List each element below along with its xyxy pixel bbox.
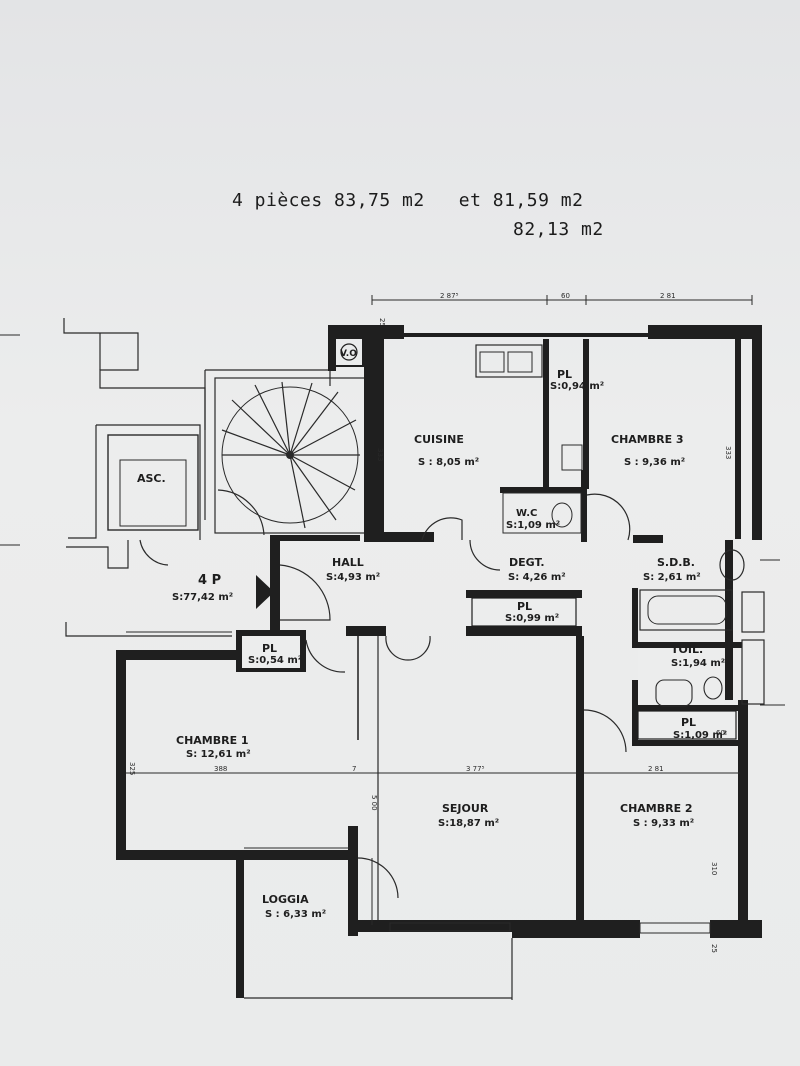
room-chambre3-name: CHAMBRE 3 <box>611 433 684 446</box>
top-dimension-line <box>371 295 753 305</box>
walls <box>116 325 762 998</box>
kitchen-sink <box>475 344 543 378</box>
room-pl1-area: S:0,94 m² <box>550 381 604 392</box>
dim-top-mid: 60 <box>561 292 570 300</box>
plan-title: 4 pièces 83,75 m2 et 81,59 m2 <box>232 190 584 211</box>
pl2-box <box>471 597 577 627</box>
dim-top-left: 2 87⁵ <box>440 292 459 300</box>
spiral-staircase <box>214 377 366 534</box>
dim-wall-7: 7 <box>352 765 356 773</box>
room-chambre2-name: CHAMBRE 2 <box>620 802 693 815</box>
neighbour-outline <box>0 318 331 637</box>
pl3-box <box>242 636 300 668</box>
room-pl3-name: PL <box>262 642 277 655</box>
dim-ch2-height: 310 <box>710 862 718 875</box>
room-sejour-area: S:18,87 m² <box>438 818 499 829</box>
room-cuisine-name: CUISINE <box>414 433 464 446</box>
room-chambre1-name: CHAMBRE 1 <box>176 734 249 747</box>
room-pl3-area: S:0,54 m² <box>248 655 302 666</box>
dim-pl-small: 60 <box>716 729 725 737</box>
plan-title-alt-area: 82,13 m2 <box>513 219 604 240</box>
dim-ch3-side: 333 <box>724 446 732 459</box>
dim-left-top: 25 <box>378 318 386 327</box>
room-pl2-area: S:0,99 m² <box>505 613 559 624</box>
room-degt-name: DEGT. <box>509 556 545 569</box>
dim-top-right: 2 81 <box>660 292 676 300</box>
dim-ch2-width: 2 81 <box>648 765 664 773</box>
apartment-area: S:77,42 m² <box>172 592 233 603</box>
room-hall-area: S:4,93 m² <box>326 572 380 583</box>
room-wc-area: S:1,09 m² <box>506 520 560 531</box>
room-chambre3-area: S : 9,36 m² <box>624 457 685 468</box>
room-pl2-name: PL <box>517 600 532 613</box>
dim-ch1-width: 388 <box>214 765 227 773</box>
toil-fixtures <box>655 676 723 707</box>
apartment-type: 4 P <box>198 573 221 588</box>
room-degt-area: S: 4,26 m² <box>508 572 566 583</box>
entrance-arrow-icon <box>256 575 274 609</box>
vo-duct-circle <box>340 343 358 361</box>
dim-sejour-width: 3 77⁵ <box>466 765 485 773</box>
room-sejour-name: SEJOUR <box>442 802 489 815</box>
elevator-label: ASC. <box>137 472 166 485</box>
room-cuisine-area: S : 8,05 m² <box>418 457 479 468</box>
dim-cuisine-side: 333 <box>376 448 384 461</box>
door-swings <box>139 489 631 899</box>
room-hall-name: HALL <box>332 556 364 569</box>
vo-label: V.O <box>340 349 357 359</box>
room-toil-name: TOIL. <box>671 643 703 656</box>
room-chambre1-area: S: 12,61 m² <box>186 749 251 760</box>
room-pl4-name: PL <box>681 716 696 729</box>
pl4-box <box>637 710 737 740</box>
room-sdb-area: S: 2,61 m² <box>643 572 701 583</box>
room-pl4-area: S:1,09 m² <box>673 730 727 741</box>
wc-toilet <box>502 444 583 534</box>
room-chambre2-area: S : 9,33 m² <box>633 818 694 829</box>
sdb-washbasin <box>719 549 745 581</box>
room-loggia-area: S : 6,33 m² <box>265 909 326 920</box>
room-pl1-name: PL <box>557 368 572 381</box>
bathtub <box>639 589 733 631</box>
dim-bottom-right: 25 <box>710 944 718 953</box>
room-wc-name: W.C <box>516 508 537 519</box>
toil-box <box>638 648 724 704</box>
dim-ch1-left: 325 <box>128 762 136 775</box>
room-sdb-name: S.D.B. <box>657 556 695 569</box>
room-toil-area: S:1,94 m² <box>671 658 725 669</box>
interior-lines <box>126 559 785 1000</box>
room-loggia-name: LOGGIA <box>262 893 309 906</box>
dim-sejour-height: 5 00 <box>370 795 378 811</box>
